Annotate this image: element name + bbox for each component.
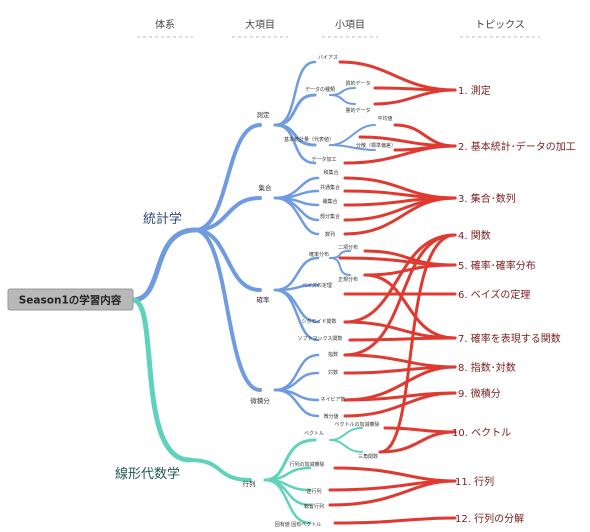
minor-eigen: 固有値 固有ベクトル <box>275 521 322 528</box>
topic-6: 6. ベイズの定理 <box>458 288 530 301</box>
topic-12: 12. 行列の分解 <box>455 512 524 525</box>
minor-sequence: 数列 <box>325 231 335 238</box>
topic-edges <box>328 60 457 525</box>
header-topics: トピックス <box>475 19 525 31</box>
column-headers: 体系 大項目 小項目 トピックス <box>137 18 540 38</box>
minor-quantitative: 量的データ <box>345 107 370 114</box>
header-minor: 小項目 <box>335 19 365 31</box>
topic-8: 8. 指数･対数 <box>458 361 516 374</box>
minor-qualitative: 質的データ <box>345 80 370 87</box>
minor-derivative: 微分値 <box>323 413 338 420</box>
header-system: 体系 <box>155 19 175 31</box>
minor-inverse: 逆行列 <box>306 488 321 495</box>
minor-dispersion: 分散（標準偏差） <box>356 142 396 149</box>
minor-napier: ネイピア数 <box>320 396 345 403</box>
topic-9: 9. 微積分 <box>458 387 501 400</box>
minor-bias: バイアス <box>318 55 338 61</box>
topic-7: 7. 確率を表現する関数 <box>458 332 561 345</box>
minor-softmax: ソフトマックス関数 <box>298 335 343 342</box>
minor-trig: 三角関数 <box>358 453 378 460</box>
minor-prob-dist: 確率分布 <box>309 251 329 258</box>
minor-normal: 正規分布 <box>338 276 358 283</box>
minor-union: 和集合 <box>323 169 338 176</box>
topic-11: 11. 行列 <box>455 475 494 488</box>
topic-1: 1. 測定 <box>458 84 491 97</box>
header-major: 大項目 <box>245 18 275 31</box>
major-probability: 確率 <box>257 295 271 304</box>
root-node: Season1の学習内容 <box>7 288 134 311</box>
system-statistics: 統計学 <box>143 211 182 227</box>
minor-vector: ベクトル <box>304 431 324 437</box>
statistics-edges <box>130 60 376 418</box>
minor-sigmoid: シグモイド関数 <box>301 318 336 325</box>
minor-vector-ops: ベクトルの加減乗除 <box>334 421 379 428</box>
minor-complement: 補集合 <box>322 198 337 205</box>
topic-4: 4. 関数 <box>458 229 491 242</box>
topic-10: 10. ベクトル <box>452 427 511 439</box>
topic-5: 5. 確率･確率分布 <box>458 259 536 272</box>
minor-matrix-ops: 行列の加減乗除 <box>289 461 324 468</box>
minor-data-processing: データ加工 <box>311 156 336 163</box>
major-calculus: 微積分 <box>250 396 270 405</box>
topics: 1. 測定 2. 基本統計･データの加工 3. 集合･数列 4. 関数 5. 確… <box>452 84 576 525</box>
minor-items: バイアス データの種類 質的データ 量的データ 平均値 基本統計量（代表値） 分… <box>275 55 396 528</box>
minor-mean: 平均値 <box>377 115 392 122</box>
topic-3: 3. 集合･数列 <box>458 192 516 205</box>
major-sets: 集合 <box>259 183 273 192</box>
minor-binomial: 二項分布 <box>338 244 358 251</box>
minor-transpose: 転置行列 <box>304 503 324 510</box>
linear-algebra-edges <box>130 297 363 525</box>
topic-2: 2. 基本統計･データの加工 <box>458 140 576 153</box>
minor-intersection: 共通集合 <box>320 184 340 191</box>
minor-log: 対数 <box>328 369 338 376</box>
minor-subset: 部分集合 <box>320 213 340 220</box>
system-linear-algebra: 線形代数学 <box>115 466 180 482</box>
root-label: Season1の学習内容 <box>19 294 122 307</box>
major-measurement: 測定 <box>257 110 271 119</box>
minor-bayes: ベイズの定理 <box>302 282 332 289</box>
major-matrix: 行列 <box>243 479 256 488</box>
minor-exp: 指数 <box>328 351 338 358</box>
minor-data-types: データの種類 <box>305 86 335 93</box>
minor-basic-stats: 基本統計量（代表値） <box>284 136 334 143</box>
major-items: 測定 集合 確率 微積分 行列 <box>243 110 273 488</box>
